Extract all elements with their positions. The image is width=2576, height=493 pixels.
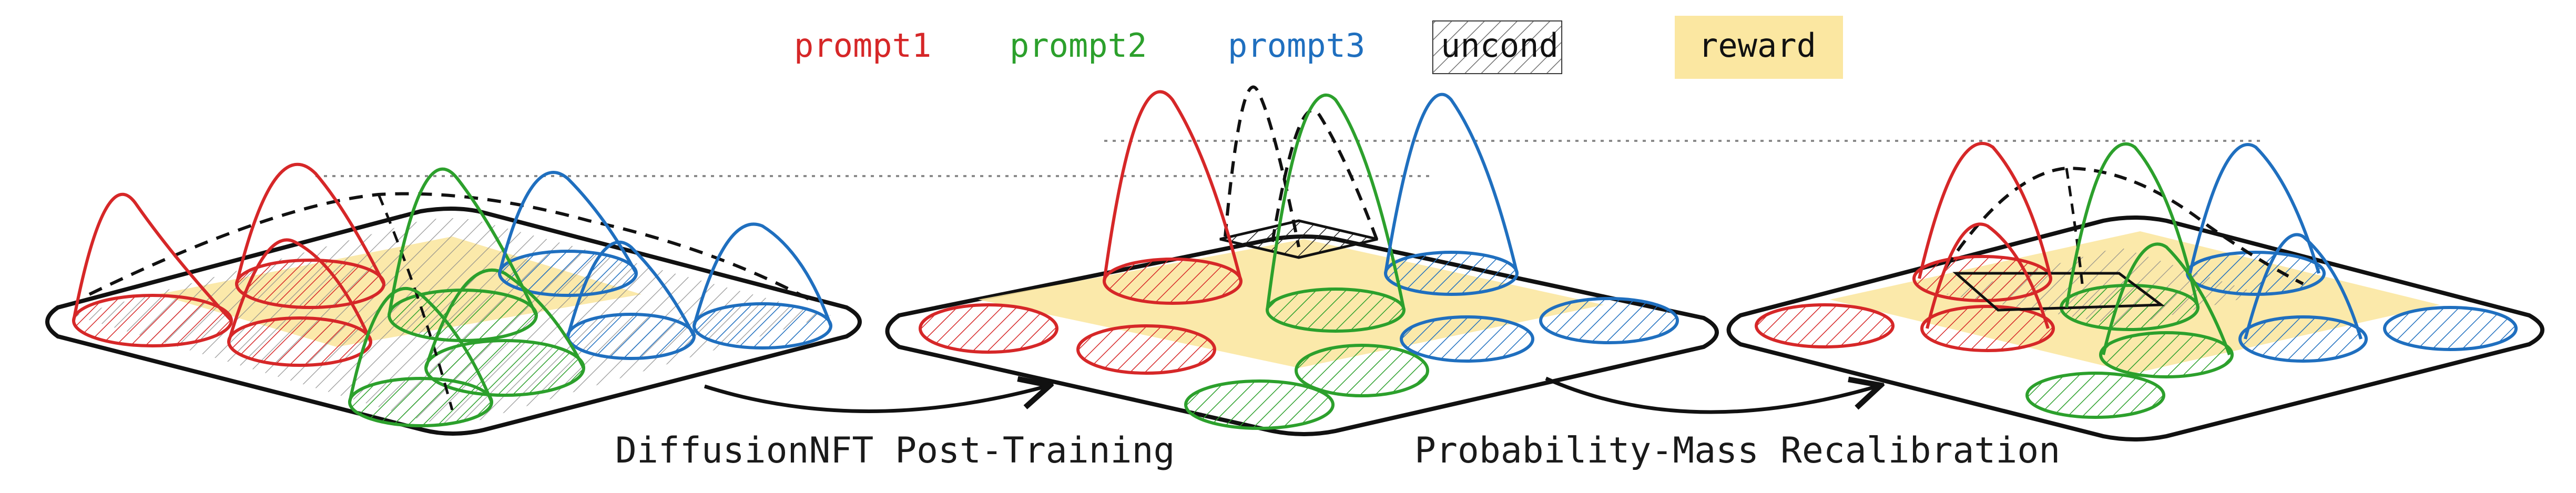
p2-ellipse [2099, 331, 2234, 378]
p1-peak [235, 162, 385, 285]
p1-ellipse [72, 294, 233, 347]
p2-peak [1266, 93, 1406, 311]
p1-ellipse [919, 303, 1058, 354]
legend-reward-swatch [1675, 16, 1843, 79]
arrow-recalibration [1545, 378, 1877, 414]
uncond-curve [1271, 109, 1379, 243]
arrows [704, 378, 1877, 414]
p3-peak [1384, 93, 1519, 274]
uncond-inner [1952, 272, 2165, 312]
p3-ellipse [1539, 297, 1679, 344]
p1-ellipse [1920, 305, 2055, 352]
p3-peak [2244, 233, 2363, 340]
p1-ellipse [227, 316, 372, 367]
p1-peak [1926, 222, 2050, 329]
panel-recalibration [1726, 141, 2544, 441]
p3-ellipse [2238, 315, 2368, 363]
legend-prompt3: prompt3 [1228, 26, 1365, 65]
p3-ellipse [566, 313, 696, 360]
p2-ellipse [2025, 372, 2165, 419]
p2-peak [2065, 142, 2200, 308]
legend: prompt1 prompt2 prompt3 uncond reward [794, 16, 1843, 79]
uncond-top-patch [1219, 219, 1378, 259]
p3-ellipse [1384, 251, 1519, 296]
p2-peak [388, 167, 538, 316]
legend-uncond: uncond [1441, 26, 1559, 65]
panel-base [45, 162, 862, 436]
p1-ellipse [1103, 258, 1243, 305]
uncond-curve [1224, 85, 1300, 248]
p3-ellipse [2186, 251, 2326, 296]
dotted-guides [315, 140, 2261, 177]
uncond-stem [2065, 168, 2084, 284]
caption-post-training: DiffusionNFT Post-Training [615, 430, 1175, 471]
p3-ellipse [498, 250, 638, 297]
legend-uncond-swatch [1432, 20, 1562, 74]
p2-peak [348, 287, 493, 403]
p1-ellipse [1755, 303, 1895, 348]
p3-ellipse [693, 302, 832, 350]
p2-peak [424, 268, 585, 369]
p3-peak [498, 171, 638, 274]
p2-ellipse [388, 289, 538, 342]
arrow-post-training [704, 386, 1046, 413]
p3-ellipse [2383, 306, 2518, 351]
legend-prompt1: prompt1 [794, 26, 931, 65]
p2-ellipse [348, 377, 493, 427]
p2-ellipse [1266, 287, 1406, 333]
p3-peak [693, 222, 832, 327]
legend-prompt2: prompt2 [1010, 26, 1147, 65]
p1-peak [1103, 90, 1243, 282]
legend-reward: reward [1698, 26, 1816, 65]
p2-ellipse [1295, 344, 1429, 397]
p3-ellipse [1400, 315, 1534, 363]
panel-post-training [885, 85, 1719, 436]
p1-peak [1918, 141, 2052, 279]
p3-peak [2188, 143, 2320, 274]
uncond-curve [88, 192, 811, 301]
p1-peak [227, 238, 372, 343]
uncond-stem [377, 194, 454, 410]
p1-ellipse [1076, 324, 1216, 375]
uncond-curve [1944, 166, 2304, 285]
p3-peak [566, 240, 696, 337]
p2-ellipse [1184, 379, 1335, 430]
p2-peak [2102, 242, 2231, 356]
caption-recalibration: Probability-Mass Recalibration [1414, 430, 2060, 471]
p1-peak [72, 193, 233, 322]
